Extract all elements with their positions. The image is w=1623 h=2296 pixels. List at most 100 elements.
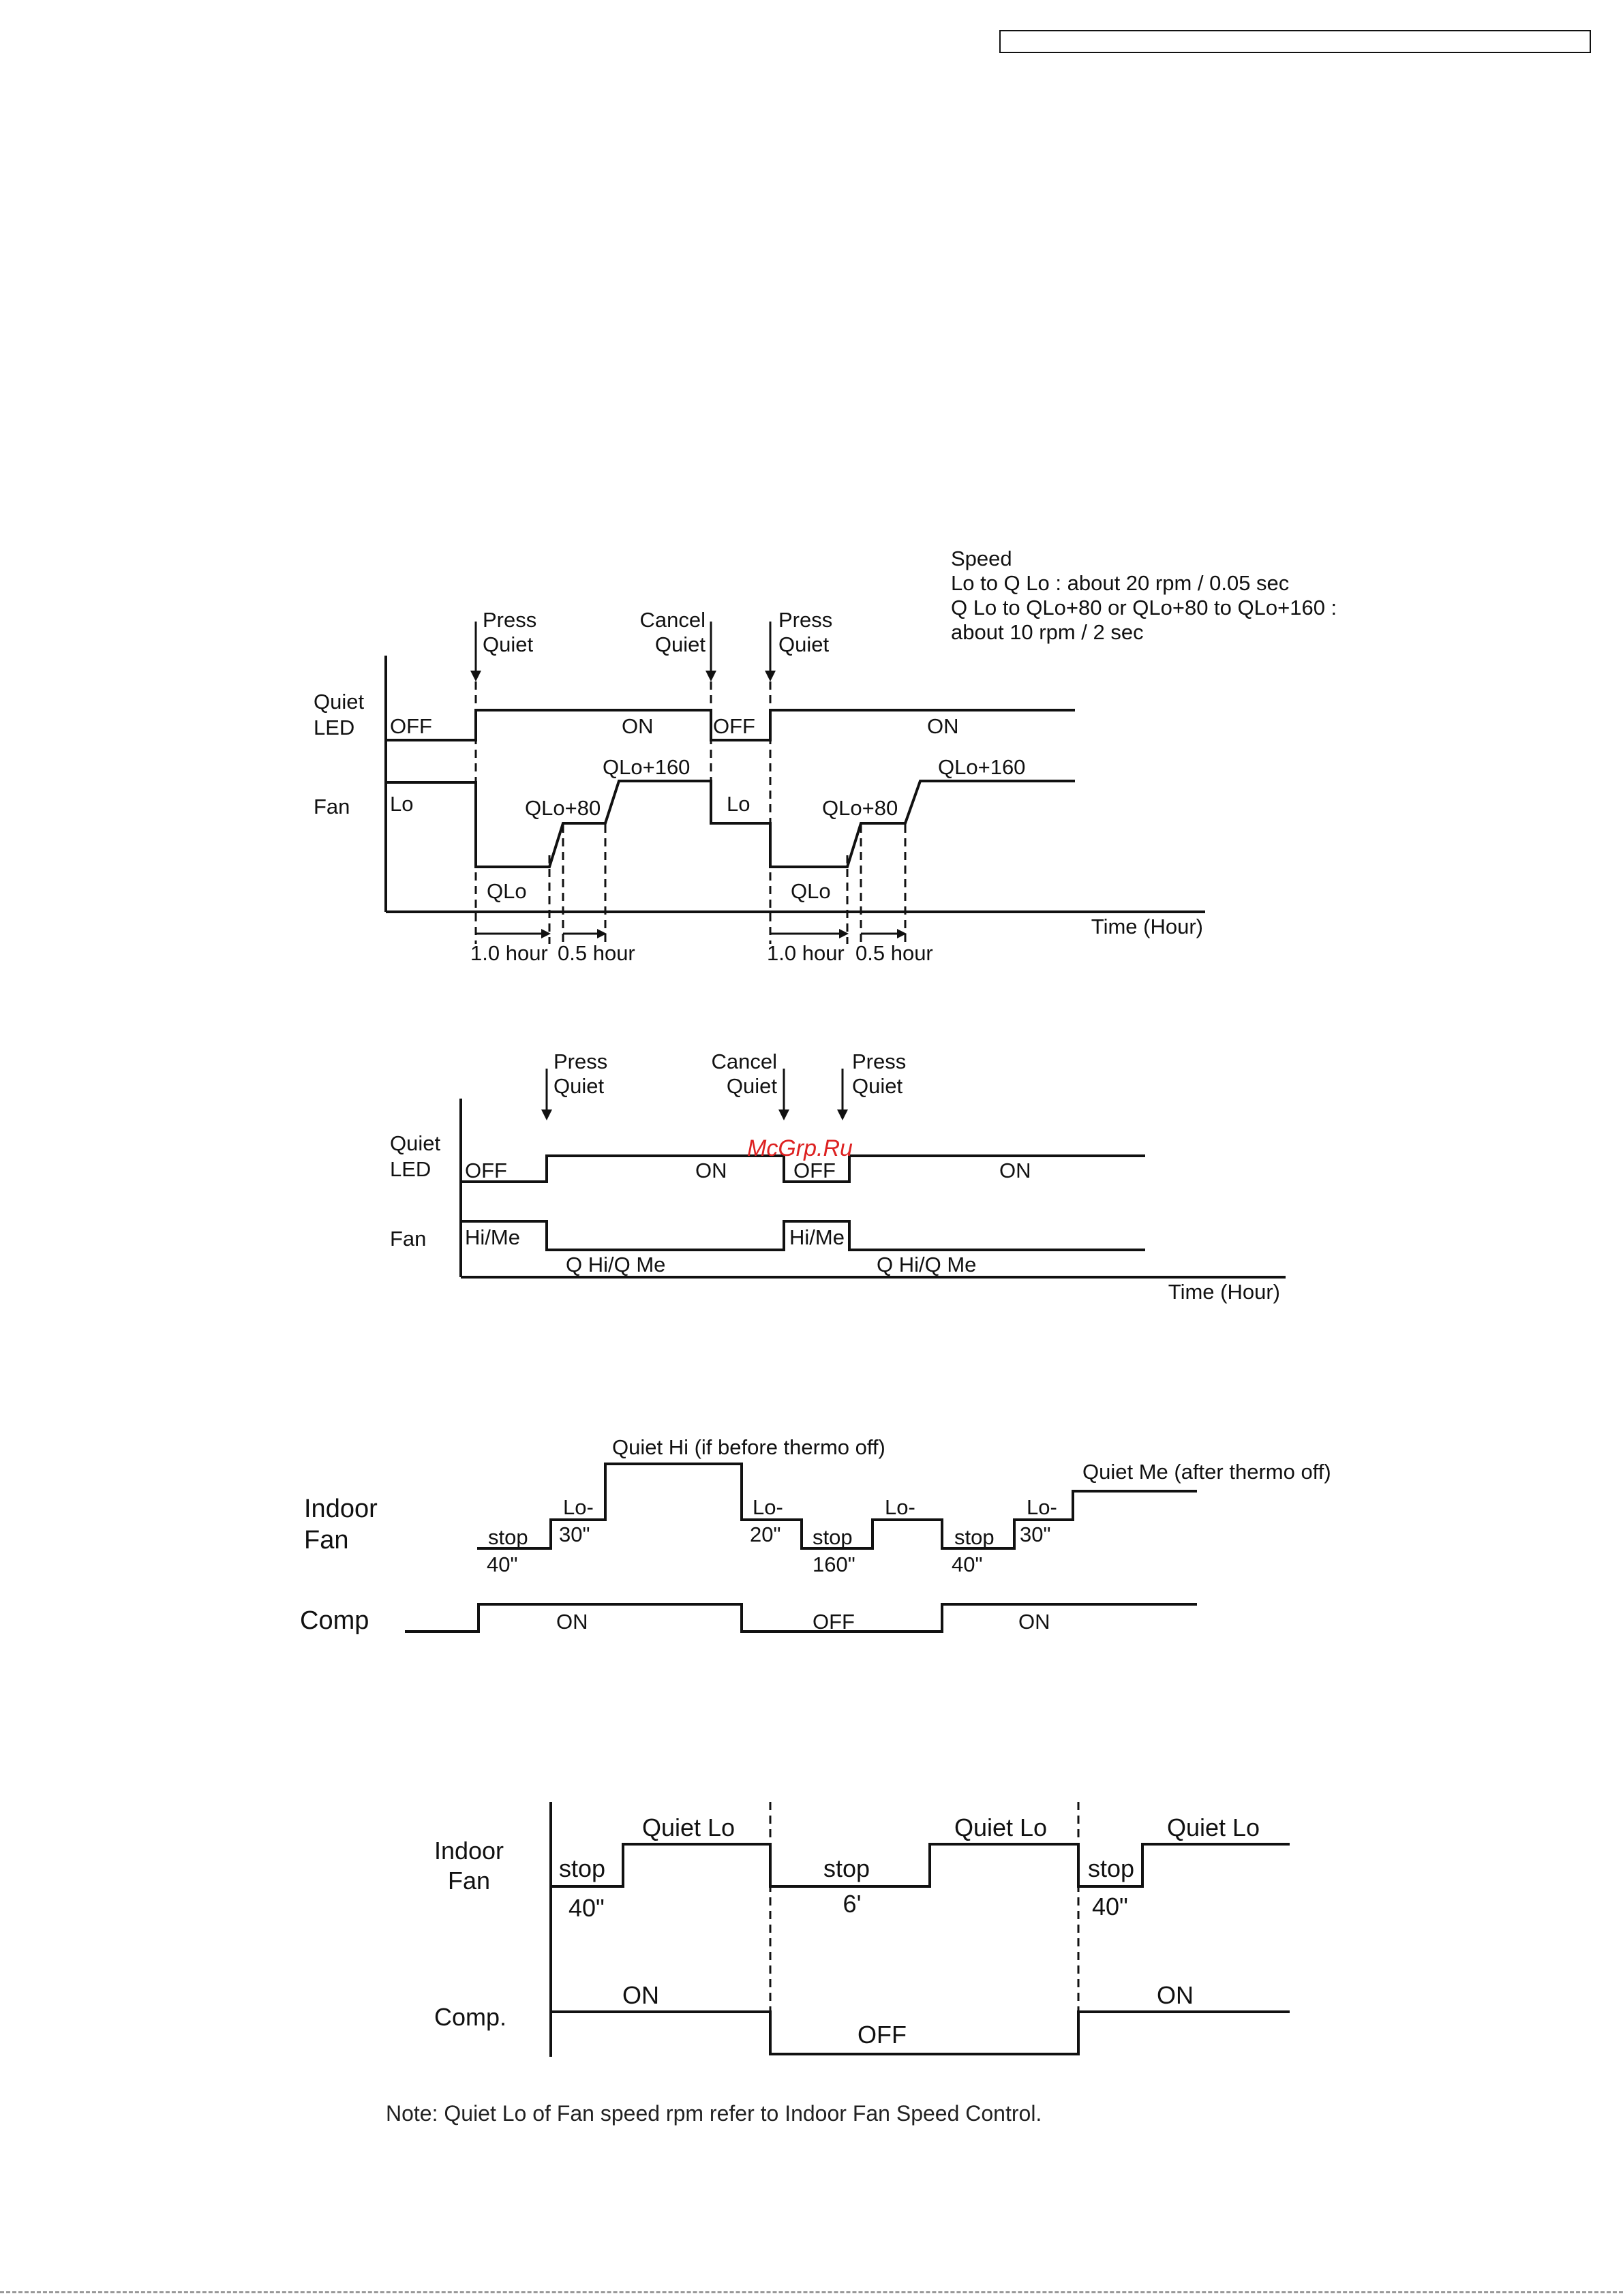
- led-state-off-2: OFF: [713, 714, 755, 738]
- speed-note-line3: about 10 rpm / 2 sec: [951, 620, 1144, 644]
- led-state-off-3: OFF: [465, 1159, 507, 1182]
- quiet-led-trace-1: [386, 709, 1075, 741]
- press-quiet-arrow-3: [541, 1069, 552, 1120]
- speed-note-line1: Lo to Q Lo : about 20 rpm / 0.05 sec: [951, 571, 1289, 595]
- comp-state-off-2: OFF: [858, 2021, 907, 2049]
- cancel-quiet-label-d: Quiet: [727, 1074, 777, 1098]
- time-axis-label-1: Time (Hour): [1091, 915, 1203, 938]
- fan-state-lo-2: Lo: [727, 792, 750, 816]
- stop-time-1: 40": [568, 1894, 605, 1922]
- step-label-top-4: stop: [813, 1525, 853, 1549]
- press-quiet-arrow-2: [765, 622, 776, 682]
- step-label-top-1: stop: [488, 1525, 528, 1549]
- cancel-quiet-arrow: [706, 622, 716, 682]
- fan-trace-2: [461, 1220, 1145, 1251]
- duration-label-4: 0.5 hour: [855, 941, 933, 965]
- duration-label-2: 0.5 hour: [558, 941, 635, 965]
- press-quiet-label-4a: Press: [852, 1050, 906, 1073]
- duration-label-3: 1.0 hour: [767, 941, 845, 965]
- quiet-led-label-a: Quiet: [314, 690, 364, 714]
- step-label-bottom-6: 40": [952, 1552, 983, 1576]
- quiet-led-label-b: LED: [314, 716, 354, 739]
- press-quiet-label-2a: Press: [778, 608, 832, 632]
- fan-state-qlo160-1: QLo+160: [603, 755, 690, 779]
- duration-label-1: 1.0 hour: [470, 941, 548, 965]
- fan-state-himed-1: Hi/Me: [465, 1225, 520, 1249]
- press-quiet-label-1a: Press: [483, 608, 536, 632]
- led-state-off-1: OFF: [390, 714, 432, 738]
- quiet-led-label-d: LED: [390, 1157, 431, 1181]
- stop-label-1: stop: [559, 1854, 605, 1882]
- press-quiet-label-1b: Quiet: [483, 632, 533, 656]
- cancel-quiet-label-b: Quiet: [655, 632, 706, 656]
- comp-state-off-1: OFF: [813, 1610, 855, 1634]
- quiet-lo-label-3: Quiet Lo: [1167, 1813, 1260, 1841]
- step-label-top-7: Lo-: [1027, 1495, 1057, 1519]
- fan-state-himed-2: Hi/Me: [789, 1225, 845, 1249]
- step-label-top-2: Lo-: [563, 1495, 594, 1519]
- stop-time-2: 6': [843, 1890, 862, 1918]
- step-label-bottom-4: 160": [813, 1552, 855, 1576]
- comp-trace-3: [405, 1603, 1197, 1633]
- footer-rule: [0, 2291, 1623, 2293]
- fan-trace-1: [386, 780, 1075, 868]
- footnote: Note: Quiet Lo of Fan speed rpm refer to…: [386, 2101, 1042, 2126]
- comp-trace-4: [551, 2010, 1290, 2055]
- quiet-lo-label-2: Quiet Lo: [954, 1813, 1047, 1841]
- step-label-bottom-3: 20": [750, 1522, 781, 1546]
- press-quiet-label-3b: Quiet: [553, 1074, 604, 1098]
- quiet-hi-label: Quiet Hi (if before thermo off): [612, 1435, 885, 1459]
- time-axis-label-2: Time (Hour): [1168, 1280, 1280, 1304]
- quiet-timing-diagram-2: Press Quiet Cancel Quiet Press Quiet Tim…: [390, 1050, 1286, 1304]
- step-label-bottom-1: 40": [487, 1552, 518, 1576]
- comp-label-4: Comp.: [434, 2003, 506, 2031]
- press-quiet-label-4b: Quiet: [852, 1074, 902, 1098]
- thermo-timing-diagram-4: Indoor Fan Comp. stop 40" stop 6' stop 4…: [434, 1802, 1290, 2057]
- indoor-fan-label-a: Indoor: [304, 1495, 378, 1523]
- quiet-me-label: Quiet Me (after thermo off): [1082, 1460, 1331, 1484]
- led-state-on-4: ON: [999, 1159, 1031, 1182]
- comp-label-3: Comp: [300, 1606, 369, 1635]
- header-box: [999, 30, 1591, 53]
- cancel-quiet-label-c: Cancel: [712, 1050, 778, 1073]
- fan-state-qhiqme-1: Q Hi/Q Me: [566, 1253, 665, 1276]
- led-state-on-1: ON: [622, 714, 654, 738]
- step-label-bottom-7: 30": [1020, 1522, 1051, 1546]
- step-label-top-5: Lo-: [885, 1495, 915, 1519]
- press-quiet-arrow-4: [837, 1069, 848, 1120]
- cancel-quiet-arrow-2: [778, 1069, 789, 1120]
- stop-label-3: stop: [1088, 1854, 1134, 1882]
- fan-state-lo-1: Lo: [390, 792, 413, 816]
- comp-state-on-1: ON: [556, 1610, 588, 1634]
- indoor-fan-trace-4: [551, 1843, 1290, 1888]
- duration-arrows-1: [476, 929, 907, 938]
- fan-state-qlo-1: QLo: [487, 879, 527, 903]
- quiet-led-label-c: Quiet: [390, 1131, 440, 1155]
- led-state-on-3: ON: [695, 1159, 727, 1182]
- step-label-top-3: Lo-: [753, 1495, 783, 1519]
- step-label-top-6: stop: [954, 1525, 995, 1549]
- comp-state-on-2: ON: [1018, 1610, 1050, 1634]
- thermo-timing-diagram-3: Indoor Fan Comp Quiet Hi (if before ther…: [300, 1435, 1331, 1635]
- fan-state-qlo-2: QLo: [791, 879, 831, 903]
- indoor-fan-label-b: Fan: [304, 1526, 348, 1555]
- comp-state-on-4: ON: [1157, 1981, 1194, 2009]
- led-state-on-2: ON: [927, 714, 959, 738]
- led-state-off-4: OFF: [793, 1159, 836, 1182]
- press-quiet-label-2b: Quiet: [778, 632, 829, 656]
- fan-label-2: Fan: [390, 1227, 426, 1251]
- indoor-fan-label-d: Fan: [448, 1867, 490, 1895]
- fan-state-qhiqme-2: Q Hi/Q Me: [877, 1253, 976, 1276]
- step-label-bottom-2: 30": [559, 1522, 590, 1546]
- fan-label-1: Fan: [314, 795, 350, 818]
- speed-note-line2: Q Lo to QLo+80 or QLo+80 to QLo+160 :: [951, 596, 1337, 619]
- comp-state-on-3: ON: [622, 1981, 659, 2009]
- cancel-quiet-label-a: Cancel: [640, 608, 706, 632]
- watermark: McGrp.Ru: [747, 1135, 853, 1161]
- quiet-timing-diagram-1: Speed Lo to Q Lo : about 20 rpm / 0.05 s…: [314, 547, 1337, 965]
- press-quiet-label-3a: Press: [553, 1050, 607, 1073]
- press-quiet-arrow-1: [470, 622, 481, 682]
- stop-label-2: stop: [823, 1854, 870, 1882]
- quiet-lo-label-1: Quiet Lo: [642, 1813, 735, 1841]
- fan-state-qlo80-2: QLo+80: [822, 796, 898, 820]
